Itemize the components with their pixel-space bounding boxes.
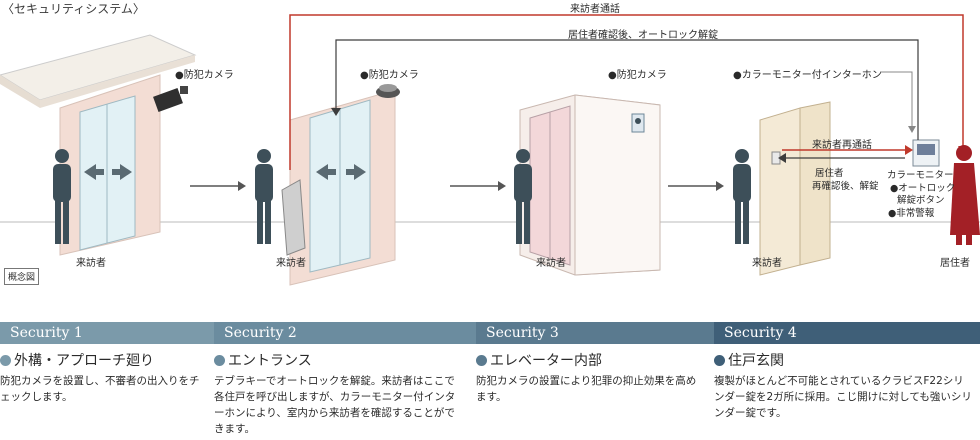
entrance-panel bbox=[281, 179, 306, 256]
visitor-label-1: 来訪者 bbox=[76, 258, 106, 269]
section-3: エレベーター内部 防犯カメラの設置により犯罪の抑止効果を高めます。 bbox=[476, 350, 706, 405]
concept-diagram-badge: 概念図 bbox=[4, 268, 40, 285]
scene-2-entrance bbox=[281, 84, 400, 286]
section-3-text: 防犯カメラの設置により犯罪の抑止効果を高めます。 bbox=[476, 375, 697, 403]
diagram-title: 〈セキュリティシステム〉 bbox=[2, 2, 145, 16]
bullet-icon bbox=[0, 355, 11, 366]
bullet-icon bbox=[714, 355, 725, 366]
resident-figure bbox=[950, 145, 980, 245]
section-2-title: エントランス bbox=[228, 353, 312, 369]
section-1: 外構・アプローチ廻り 防犯カメラを設置し、不審者の出入りをチェックします。 bbox=[0, 350, 206, 405]
visitor-call-line bbox=[289, 14, 964, 170]
right-arrow-icon bbox=[190, 181, 724, 191]
camera-label-1: ●防犯カメラ bbox=[175, 70, 234, 81]
alarm-label: ●非常警報 bbox=[888, 208, 935, 219]
security-illustration bbox=[0, 14, 980, 286]
section-3-title: エレベーター内部 bbox=[490, 353, 602, 369]
security-tabs: Security 1 Security 2 Security 3 Securit… bbox=[0, 322, 980, 344]
tab-security-3: Security 3 bbox=[476, 322, 714, 344]
reconfirm-label-1: 居住者 bbox=[815, 168, 844, 179]
unlock-line bbox=[335, 39, 919, 140]
tab-security-2: Security 2 bbox=[214, 322, 476, 344]
monitor-label: カラーモニター bbox=[887, 170, 954, 181]
scene-3-elevator bbox=[519, 94, 661, 276]
camera-label-3: ●防犯カメラ bbox=[608, 70, 667, 81]
person-icon bbox=[53, 149, 751, 244]
camera-label-2: ●防犯カメラ bbox=[360, 70, 419, 81]
section-2: エントランス テブラキーでオートロックを解錠。来訪者はここで各住戸を呼び出します… bbox=[214, 350, 464, 437]
tab-security-1: Security 1 bbox=[0, 322, 214, 344]
intercom-label: ●カラーモニター付インターホン bbox=[733, 70, 882, 81]
tab-security-4: Security 4 bbox=[714, 322, 980, 344]
scene-1-exterior bbox=[0, 34, 197, 256]
visitor-label-3: 来訪者 bbox=[536, 258, 566, 269]
bullet-icon bbox=[214, 355, 225, 366]
resident-label: 居住者 bbox=[940, 258, 970, 269]
bullet-icon bbox=[476, 355, 487, 366]
visitor-label-2: 来訪者 bbox=[276, 258, 306, 269]
section-4-title: 住戸玄関 bbox=[728, 353, 784, 369]
section-2-text: テブラキーでオートロックを解錠。来訪者はここで各住戸を呼び出しますが、カラーモニ… bbox=[214, 375, 456, 435]
security-camera-icon bbox=[153, 86, 188, 112]
visitor-call-label: 来訪者通話 bbox=[570, 4, 620, 15]
dome-camera-icon bbox=[376, 84, 400, 98]
recall-label: 来訪者再通話 bbox=[812, 140, 872, 151]
section-4-text: 複製がほとんど不可能とされているクラビスF22シリンダー錠を2ガ所に採用。こじ開… bbox=[714, 375, 972, 419]
visitor-label-4: 来訪者 bbox=[752, 258, 782, 269]
reconfirm-label-2: 再確認後、解錠 bbox=[812, 181, 879, 192]
section-4: 住戸玄関 複製がほとんど不可能とされているクラビスF22シリンダー錠を2ガ所に採… bbox=[714, 350, 974, 421]
bidirectional-arrow-icon bbox=[84, 164, 366, 180]
autolock-button-label-1: ●オートロック bbox=[890, 183, 956, 194]
section-1-text: 防犯カメラを設置し、不審者の出入りをチェックします。 bbox=[0, 375, 200, 403]
section-1-title: 外構・アプローチ廻り bbox=[14, 353, 154, 369]
unlock-label: 居住者確認後、オートロック解錠 bbox=[568, 30, 718, 41]
autolock-button-label-2: 解錠ボタン bbox=[897, 195, 945, 206]
monitor-icon bbox=[912, 139, 940, 167]
